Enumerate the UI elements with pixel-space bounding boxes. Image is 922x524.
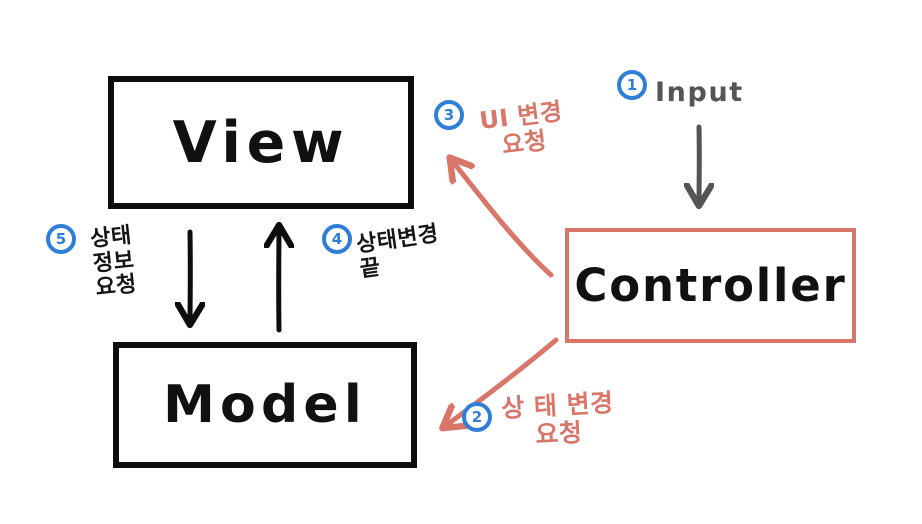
node-controller-label: Controller xyxy=(574,259,847,312)
annotation-state-change-request: 상 태 변경 요청 xyxy=(500,388,615,450)
node-controller[interactable]: Controller xyxy=(565,228,856,343)
node-model-label: Model xyxy=(163,375,367,435)
node-model[interactable]: Model xyxy=(113,342,417,468)
step-badge-4: 4 xyxy=(322,224,352,254)
annotation-input: Input xyxy=(655,77,744,108)
controller-to-view-arrow xyxy=(454,163,554,278)
step-badge-2-number: 2 xyxy=(471,407,483,426)
annotation-state-change: 상태변경 끝 xyxy=(354,221,441,283)
step-badge-1: 1 xyxy=(617,70,647,100)
step-badge-5: 5 xyxy=(46,224,76,254)
step-badge-3: 3 xyxy=(434,100,464,130)
annotation-state-info-request: 상태 정보 요청 xyxy=(89,223,139,302)
step-badge-2: 2 xyxy=(462,402,492,432)
step-badge-4-number: 4 xyxy=(331,229,343,248)
step-badge-3-number: 3 xyxy=(443,105,455,124)
step-badge-1-number: 1 xyxy=(626,75,638,94)
step-badge-5-number: 5 xyxy=(55,229,67,248)
node-view[interactable]: View xyxy=(108,76,414,209)
node-view-label: View xyxy=(172,109,350,176)
annotation-ui-change-request: UI 변경 요청 xyxy=(477,97,565,160)
